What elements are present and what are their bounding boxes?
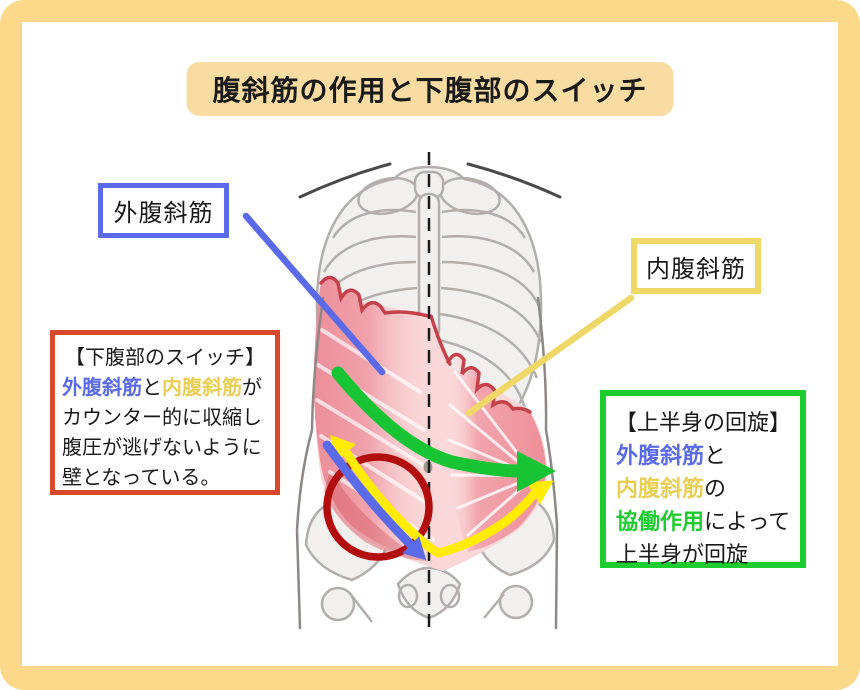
right-box-internal-oblique: 内腹斜筋 xyxy=(616,476,705,501)
left-box-internal-oblique: 内腹斜筋 xyxy=(162,377,242,399)
label-external-oblique-text: 外腹斜筋 xyxy=(113,200,214,227)
right-box-niyotte: によって xyxy=(704,509,791,534)
label-internal-oblique-text: 内腹斜筋 xyxy=(646,255,746,283)
label-internal-oblique: 内腹斜筋 xyxy=(631,238,761,294)
lower-abdomen-switch-box: 【下腹部のスイッチ】 外腹斜筋と内腹斜筋が カウンター的に収縮し 腹圧が逃げない… xyxy=(50,330,280,495)
right-box-line3: 協働作用によって xyxy=(612,505,794,538)
label-external-oblique: 外腹斜筋 xyxy=(98,183,229,238)
right-box-and: と xyxy=(704,443,727,468)
right-box-cooperation: 協働作用 xyxy=(616,509,705,534)
right-box-line2: 内腹斜筋の xyxy=(612,472,794,505)
left-box-line2: カウンター的に収縮し xyxy=(62,407,262,429)
left-box-ga: が xyxy=(242,377,262,399)
right-box-no: の xyxy=(704,476,727,501)
left-box-line4: 壁となっている。 xyxy=(62,467,221,489)
left-box-and: と xyxy=(142,377,162,399)
upper-body-rotation-box: 【上半身の回旋】 外腹斜筋と 内腹斜筋の 協働作用によって 上半身が回旋 xyxy=(600,390,806,568)
page-title: 腹斜筋の作用と下腹部のスイッチ xyxy=(186,62,674,116)
right-box-external-oblique: 外腹斜筋 xyxy=(616,443,705,468)
left-box-line3: 腹圧が逃げないように xyxy=(62,437,262,459)
right-box-line4: 上半身が回旋 xyxy=(616,542,749,567)
left-box-line1: 外腹斜筋と内腹斜筋が xyxy=(58,373,272,403)
left-box-heading: 【下腹部のスイッチ】 xyxy=(65,347,265,369)
right-box-heading: 【上半身の回旋】 xyxy=(614,410,791,435)
right-box-line1: 外腹斜筋と xyxy=(612,439,794,472)
left-box-external-oblique: 外腹斜筋 xyxy=(62,377,142,399)
